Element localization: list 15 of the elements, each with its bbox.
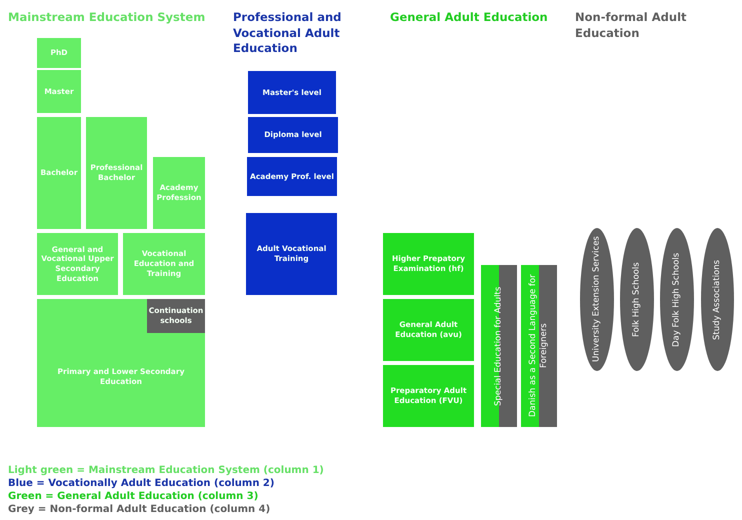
education-box <box>37 299 205 427</box>
legend-entry: Green = General Adult Education (column 3) <box>8 491 258 502</box>
bar: Danish as a Second Language for Foreigners <box>521 265 557 427</box>
ellipse: Day Folk High Schools <box>660 228 694 371</box>
column-heading: Professional and Vocational Adult Education <box>233 10 342 57</box>
ellipse: University Extension Services <box>580 228 614 371</box>
column-heading: Mainstream Education System <box>8 10 206 26</box>
bar: Special Education for Adults <box>481 265 517 427</box>
ellipse: Folk High Schools <box>620 228 654 371</box>
column-heading: Non-formal Adult Education <box>575 10 688 42</box>
column-heading: General Adult Education <box>390 10 548 26</box>
legend-entry: Blue = Vocationally Adult Education (column 2) <box>8 478 274 489</box>
legend-entry: Grey = Non-formal Adult Education (column 4) <box>8 504 270 515</box>
legend-entry: Light green = Mainstream Education System (column 1) <box>8 465 324 476</box>
ellipse: Study Associations <box>701 228 734 371</box>
